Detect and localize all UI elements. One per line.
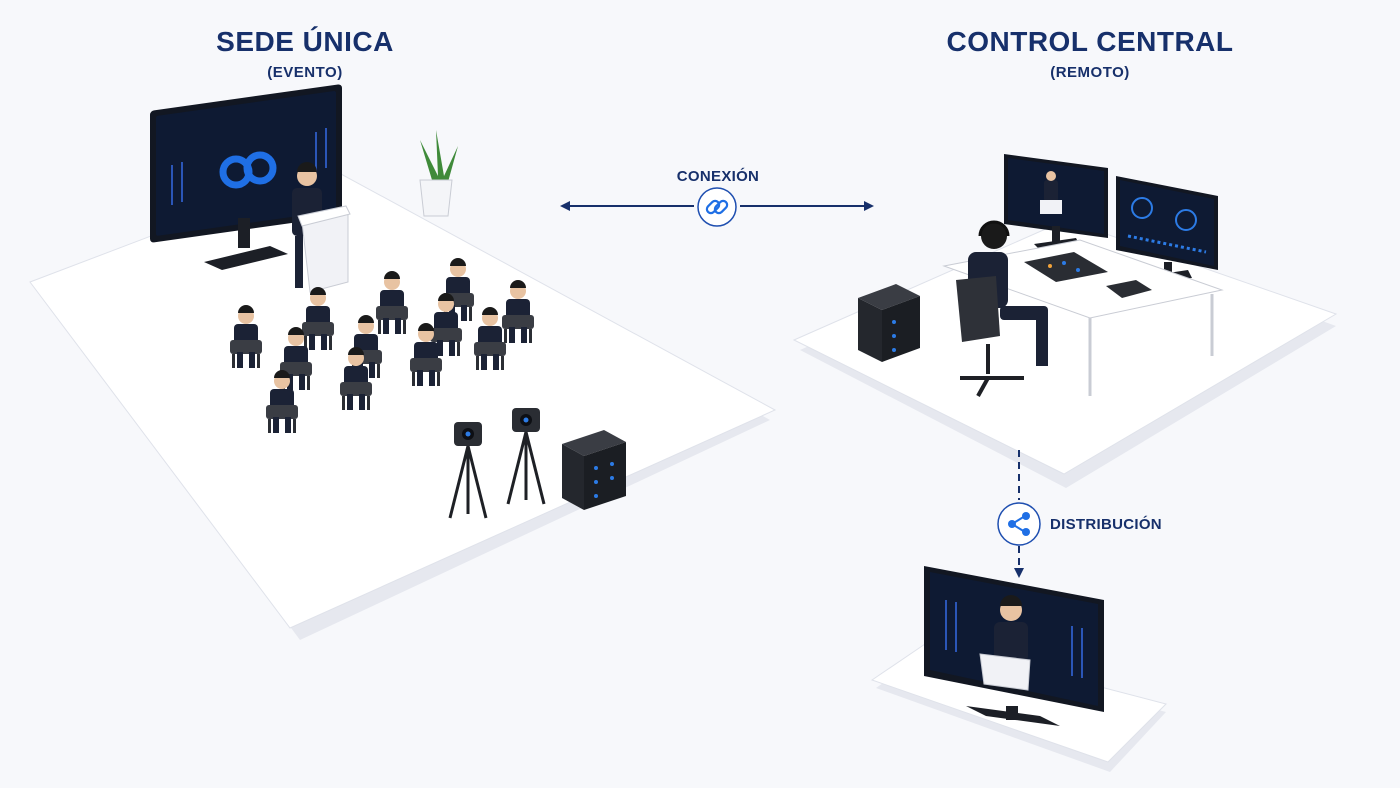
control-title: CONTROL CENTRAL: [946, 26, 1234, 57]
connection-label: CONEXIÓN: [676, 168, 760, 185]
server-rack-venue: [562, 430, 626, 510]
distribution-arrow: [997, 450, 1041, 578]
speaker-with-podium: [292, 162, 351, 293]
venue-subtitle: (EVENTO): [267, 64, 343, 81]
venue-platform: [29, 167, 777, 640]
control-monitors: [1004, 154, 1218, 282]
server-rack-control: [858, 284, 920, 362]
operator-with-headset: [956, 220, 1048, 397]
link-icon: [705, 199, 729, 215]
connection-arrow: [560, 187, 874, 227]
infinity-logo-icon: [219, 151, 277, 189]
distribution-label: DISTRIBUCIÓN: [1050, 516, 1162, 533]
venue-heading: SEDE ÚNICA (EVENTO): [180, 26, 430, 81]
control-subtitle: (REMOTO): [1050, 64, 1130, 81]
control-desk: [942, 239, 1224, 396]
venue-title: SEDE ÚNICA: [216, 26, 394, 57]
control-heading: CONTROL CENTRAL (REMOTO): [930, 26, 1250, 81]
potted-plant: [419, 130, 458, 217]
share-icon: [1008, 512, 1030, 536]
output-screen: [924, 566, 1104, 726]
